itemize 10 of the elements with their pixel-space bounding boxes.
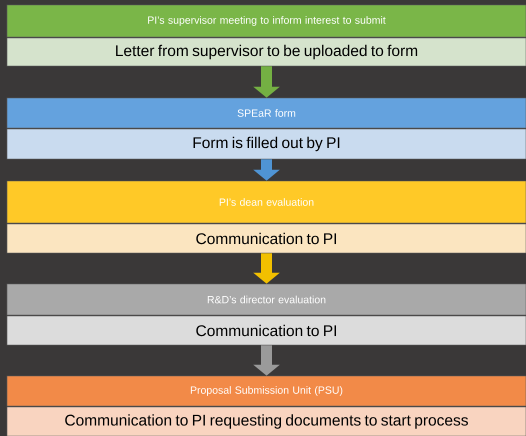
heading-bar: R&D’s director evaluation xyxy=(6,284,526,316)
step-bar: Letter from supervisor to be uploaded to form xyxy=(6,38,526,66)
heading-bar: SPEaR form xyxy=(6,98,526,128)
step-bar: Communication to PI xyxy=(6,316,526,346)
heading-bar: Proposal Submission Unit (PSU) xyxy=(6,376,526,406)
heading-bar: PI’s dean evaluation xyxy=(6,180,526,224)
heading-bar: PI’s supervisor meeting to inform interest to submit xyxy=(6,4,526,38)
step-bar: Communication to PI requesting documents to start process xyxy=(6,406,526,436)
step-bar: Communication to PI xyxy=(6,224,526,254)
step-bar: Form is filled out by PI xyxy=(6,128,526,160)
